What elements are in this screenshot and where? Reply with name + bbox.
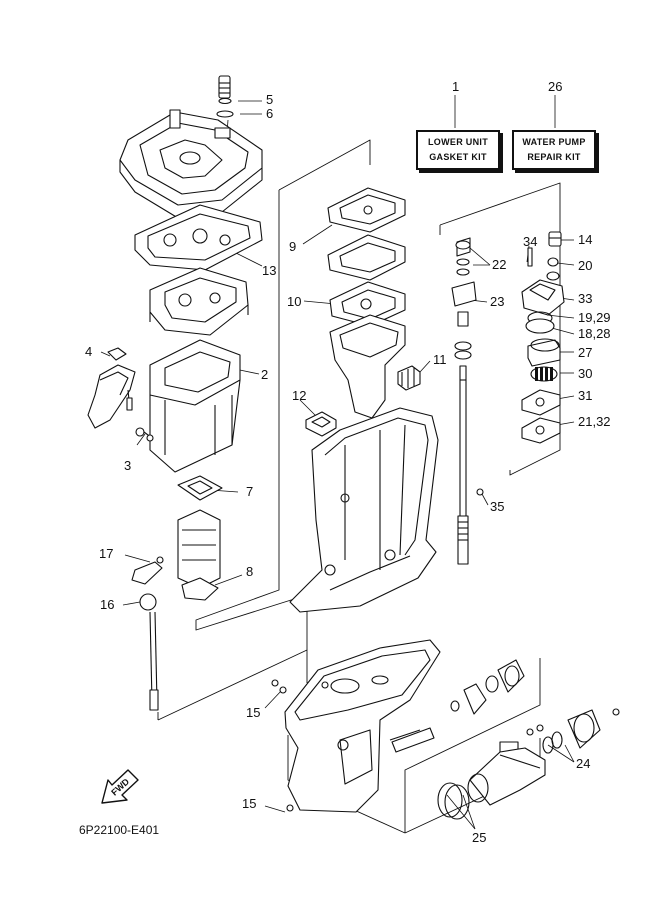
callout-19-29: 19,29 [578,310,611,325]
callout-10: 10 [287,294,302,309]
callout-22: 22 [492,257,507,272]
oil-pan [329,314,406,419]
fwd-arrow-icon [101,769,139,804]
gasket-10 [329,281,406,327]
diagram-code: 6P22100-E401 [79,823,160,837]
callout-35: 35 [490,499,505,514]
kit-line1: WATER PUMP [522,137,586,147]
callout-16: 16 [100,597,115,612]
kit-line1: LOWER UNIT [428,137,488,147]
callout-11: 11 [433,352,447,367]
pump-bracket-17 [131,556,164,711]
callout-4: 4 [85,344,93,359]
mount-bracket-4 [87,347,136,429]
upper-casing [119,75,263,219]
callout-18-28: 18,28 [578,326,611,341]
callout-27: 27 [578,345,593,360]
callout-9: 9 [289,239,297,254]
callout-2: 2 [261,367,269,382]
callout-13: 13 [262,263,277,278]
callout-17: 17 [99,546,114,561]
callout-3: 3 [124,458,132,473]
drive-shaft [451,237,484,565]
gasket-7 [177,475,223,501]
bolt-3 [135,427,154,442]
callout-33: 33 [578,291,593,306]
exhaust-guide-2 [149,339,241,473]
callout-21-32: 21,32 [578,414,611,429]
lower-unit-gearcase [271,639,441,813]
exhaust-tube [177,509,221,601]
callout-31: 31 [578,388,593,403]
upper-casing-center [289,407,439,613]
water-pump-parts [521,231,565,444]
bearing-housing [437,724,546,820]
callout-12: 12 [292,388,307,403]
water-pump-repair-kit-label: WATER PUMP REPAIR KIT [512,130,596,170]
callout-34: 34 [523,234,538,249]
rubber-mount-11 [397,365,421,391]
plate-between-gaskets [327,234,406,281]
seal-12 [305,411,337,437]
callout-30: 30 [578,366,593,381]
callout-15-lower: 15 [242,796,257,811]
callout-6: 6 [266,106,274,121]
callout-24: 24 [576,756,591,771]
gasket-9 [327,187,406,233]
kit-line2: REPAIR KIT [527,152,581,162]
callout-8: 8 [246,564,254,579]
callout-15-upper: 15 [246,705,261,720]
callout-14: 14 [578,232,593,247]
callout-1: 1 [452,79,460,94]
callout-23: 23 [490,294,505,309]
callout-25: 25 [472,830,487,845]
callout-7: 7 [246,484,254,499]
gasket-13 [134,204,263,271]
lower-unit-gasket-kit-label: LOWER UNIT GASKET KIT [416,130,500,170]
callout-26: 26 [548,79,563,94]
mount-plate [149,267,249,336]
callout-20: 20 [578,258,593,273]
callout-5: 5 [266,92,274,107]
kit-line2: GASKET KIT [429,152,487,162]
